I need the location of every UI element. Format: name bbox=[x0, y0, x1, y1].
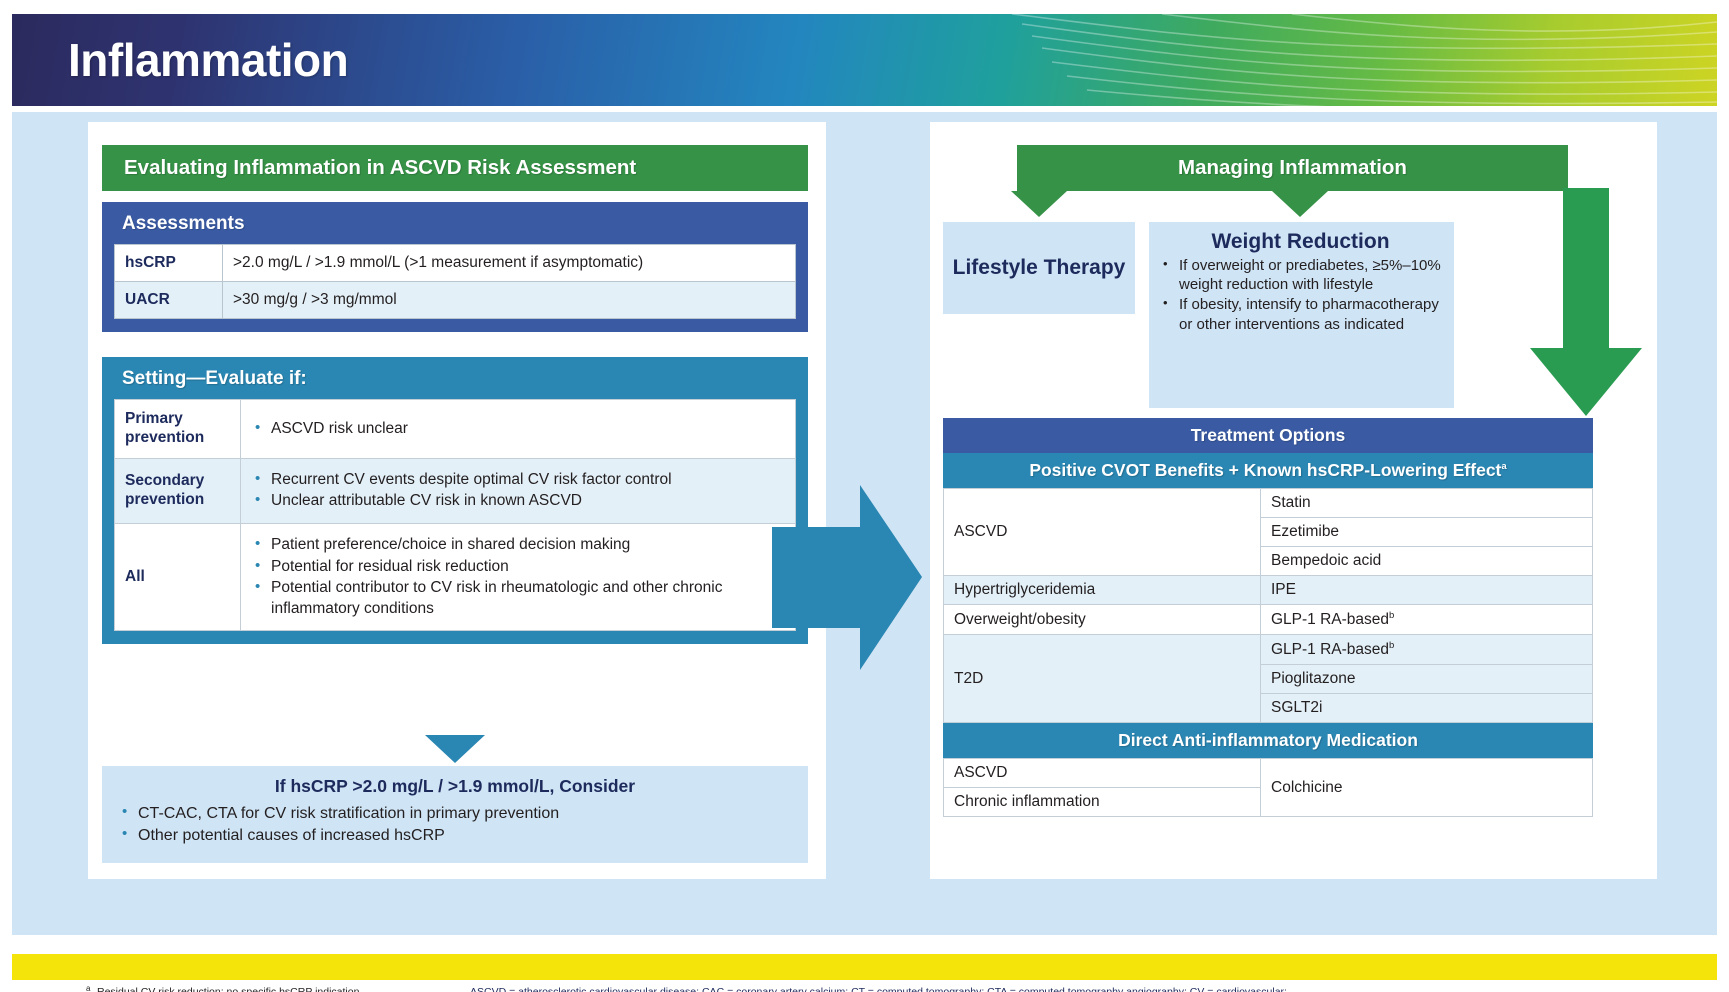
treatment-section-1-label: Positive CVOT Benefits + Known hsCRP-Low… bbox=[1029, 460, 1502, 480]
notch-arrow-weight-icon bbox=[1272, 191, 1328, 217]
list-item: Unclear attributable CV risk in known AS… bbox=[251, 490, 785, 512]
treatment-rows-table-1: ASCVD Statin Ezetimibe Bempedoic acid Hy… bbox=[943, 488, 1593, 724]
list-item: Patient preference/choice in shared deci… bbox=[251, 534, 785, 556]
page-title: Inflammation bbox=[68, 34, 349, 86]
treatment-drug: Bempedoic acid bbox=[1260, 546, 1593, 576]
left-section-banner: Evaluating Inflammation in ASCVD Risk As… bbox=[102, 145, 808, 191]
footnote-marker-b: b bbox=[1389, 640, 1395, 652]
table-row: Pioglitazone bbox=[944, 664, 1593, 695]
slide-header: Inflammation bbox=[12, 14, 1717, 106]
setting-items: ASCVD risk unclear bbox=[240, 399, 796, 459]
table-row: All Patient preference/choice in shared … bbox=[114, 523, 796, 632]
setting-label: Secondary prevention bbox=[114, 457, 241, 525]
treatment-options-table: Treatment Options Positive CVOT Benefits… bbox=[943, 418, 1593, 818]
setting-items: Patient preference/choice in shared deci… bbox=[240, 523, 796, 632]
assessment-label: UACR bbox=[114, 281, 223, 319]
table-row: SGLT2i bbox=[944, 693, 1593, 724]
treatment-drug-label: GLP-1 RA-based bbox=[1271, 611, 1390, 629]
weight-reduction-title: Weight Reduction bbox=[1211, 230, 1390, 253]
treatment-section-2-header: Direct Anti-inflammatory Medication bbox=[943, 723, 1593, 759]
treatment-drug: GLP-1 RA-basedb bbox=[1260, 634, 1593, 666]
weight-reduction-box: Weight Reduction If overweight or predia… bbox=[1149, 222, 1454, 408]
treatment-options-title: Treatment Options bbox=[943, 418, 1593, 453]
assessment-value: >30 mg/g / >3 mg/mmol bbox=[222, 281, 796, 319]
setting-label: All bbox=[114, 523, 241, 632]
treatment-category: Hypertriglyceridemia bbox=[943, 575, 1261, 605]
treatment-drug: GLP-1 RA-basedb bbox=[1260, 603, 1593, 636]
treatment-section-1-header: Positive CVOT Benefits + Known hsCRP-Low… bbox=[943, 453, 1593, 488]
hscrp-consider-callout: If hsCRP >2.0 mg/L / >1.9 mmol/L, Consid… bbox=[102, 766, 808, 863]
assessment-value: >2.0 mg/L / >1.9 mmol/L (>1 measurement … bbox=[222, 244, 796, 282]
table-row: Overweight/obesity GLP-1 RA-basedb bbox=[943, 603, 1593, 636]
notch-arrow-lifestyle-icon bbox=[1011, 191, 1067, 217]
footnote-a-text: Residual CV risk reduction; no specific … bbox=[97, 986, 363, 992]
lifestyle-therapy-label: Lifestyle Therapy bbox=[952, 255, 1126, 279]
callout-title: If hsCRP >2.0 mg/L / >1.9 mmol/L, Consid… bbox=[274, 776, 636, 796]
setting-block: Setting—Evaluate if: Primary prevention … bbox=[102, 357, 808, 645]
list-item: ASCVD risk unclear bbox=[251, 418, 785, 440]
treatment-category: ASCVD bbox=[943, 758, 1261, 789]
treatment-category: T2D bbox=[943, 634, 1261, 724]
footnote-marker-b: b bbox=[1389, 610, 1395, 621]
list-item: Other potential causes of increased hsCR… bbox=[118, 824, 792, 846]
footnote-a: a Residual CV risk reduction; no specifi… bbox=[86, 984, 446, 992]
list-item: Potential contributor to CV risk in rheu… bbox=[251, 577, 785, 619]
treatment-drug: IPE bbox=[1260, 575, 1593, 605]
right-banner-label: Managing Inflammation bbox=[1178, 156, 1407, 179]
footnote-marks: a Residual CV risk reduction; no specifi… bbox=[86, 984, 446, 992]
list-item: Recurrent CV events despite optimal CV r… bbox=[251, 469, 785, 491]
right-section-banner: Managing Inflammation bbox=[1017, 145, 1568, 191]
treatment-drug: Ezetimibe bbox=[1260, 517, 1593, 547]
assessment-label: hsCRP bbox=[114, 244, 223, 282]
treatment-rows-table-2: ASCVD Colchicine Chronic inflammation bbox=[943, 758, 1593, 818]
assessments-title: Assessments bbox=[122, 213, 245, 234]
table-row: UACR >30 mg/g / >3 mg/mmol bbox=[114, 281, 796, 319]
callout-list: CT-CAC, CTA for CV risk stratification i… bbox=[118, 802, 792, 847]
lifestyle-therapy-box: Lifestyle Therapy bbox=[943, 222, 1135, 314]
list-item: If overweight or prediabetes, ≥5%–10% we… bbox=[1159, 256, 1442, 294]
table-row: Hypertriglyceridemia IPE bbox=[943, 575, 1593, 605]
down-arrow-icon bbox=[425, 735, 485, 763]
assessments-block: Assessments hsCRP >2.0 mg/L / >1.9 mmol/… bbox=[102, 202, 808, 332]
abbreviations-block: ASCVD = atherosclerotic cardiovascular d… bbox=[470, 984, 1650, 992]
table-row: ASCVD Colchicine bbox=[943, 758, 1593, 818]
assessments-table: hsCRP >2.0 mg/L / >1.9 mmol/L (>1 measur… bbox=[114, 244, 796, 319]
list-item: Potential for residual risk reduction bbox=[251, 556, 785, 578]
setting-table: Primary prevention ASCVD risk unclear Se… bbox=[114, 399, 796, 632]
footnote-marker-a: a bbox=[86, 984, 91, 992]
table-row: Chronic inflammation bbox=[943, 787, 1593, 818]
list-item: If obesity, intensify to pharmacotherapy… bbox=[1159, 295, 1442, 333]
treatment-drug: Pioglitazone bbox=[1260, 664, 1593, 695]
treatment-category: Chronic inflammation bbox=[943, 787, 1261, 818]
treatment-drug: Statin bbox=[1260, 488, 1593, 518]
table-row: ASCVD Statin bbox=[943, 488, 1593, 576]
treatment-drug: SGLT2i bbox=[1260, 693, 1593, 724]
table-row: Bempedoic acid bbox=[944, 546, 1593, 576]
footer-accent-bar bbox=[12, 954, 1717, 980]
table-row: T2D GLP-1 RA-basedb bbox=[943, 634, 1593, 724]
left-banner-label: Evaluating Inflammation in ASCVD Risk As… bbox=[124, 156, 637, 179]
treatment-category: ASCVD bbox=[943, 488, 1261, 576]
treatment-drug: Colchicine bbox=[1260, 758, 1593, 818]
abbreviations-line: ASCVD = atherosclerotic cardiovascular d… bbox=[470, 986, 1287, 992]
table-row: Secondary prevention Recurrent CV events… bbox=[114, 457, 796, 525]
table-row: Ezetimibe bbox=[944, 517, 1593, 547]
left-panel: Evaluating Inflammation in ASCVD Risk As… bbox=[88, 122, 826, 879]
treatment-drug-label: GLP-1 RA-based bbox=[1271, 641, 1390, 659]
setting-label: Primary prevention bbox=[114, 399, 241, 459]
footnote-marker-a: a bbox=[1501, 461, 1507, 473]
table-row: Primary prevention ASCVD risk unclear bbox=[114, 399, 796, 459]
weight-reduction-list: If overweight or prediabetes, ≥5%–10% we… bbox=[1159, 256, 1442, 334]
setting-title: Setting—Evaluate if: bbox=[122, 368, 307, 389]
treatment-category: Overweight/obesity bbox=[943, 603, 1261, 636]
setting-items: Recurrent CV events despite optimal CV r… bbox=[240, 457, 796, 525]
table-row: hsCRP >2.0 mg/L / >1.9 mmol/L (>1 measur… bbox=[114, 244, 796, 282]
flow-arrow-right-icon bbox=[772, 485, 922, 675]
right-panel: Managing Inflammation Lifestyle Therapy … bbox=[930, 122, 1657, 879]
green-down-arrow-icon bbox=[1530, 188, 1642, 421]
slide-body: Evaluating Inflammation in ASCVD Risk As… bbox=[12, 112, 1717, 992]
list-item: CT-CAC, CTA for CV risk stratification i… bbox=[118, 802, 792, 824]
